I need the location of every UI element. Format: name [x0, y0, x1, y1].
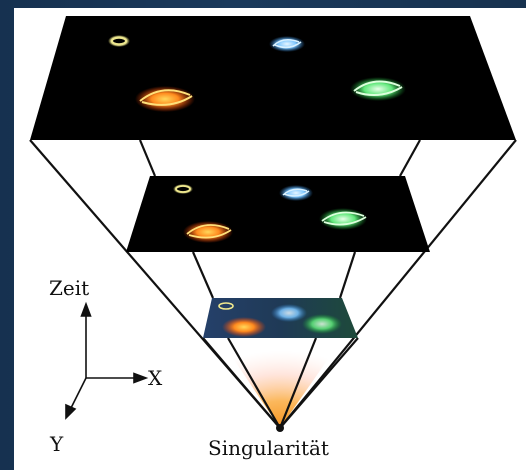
orange-spiral-galaxy-icon — [222, 317, 266, 337]
x-arrow-icon — [133, 372, 149, 384]
blue-spiral-galaxy-icon — [269, 36, 305, 52]
x-axis-label: X — [148, 366, 163, 390]
axes — [65, 301, 149, 420]
singularity-point — [276, 424, 284, 432]
universe-plane-small — [203, 298, 358, 338]
y-arrow-icon — [65, 403, 77, 420]
universe-plane-large — [30, 16, 516, 140]
blue-spiral-galaxy-icon — [271, 304, 307, 322]
time-axis-label: Zeit — [49, 276, 89, 300]
universe-plane-medium — [126, 176, 430, 252]
blue-spiral-galaxy-icon — [279, 185, 313, 201]
singularity-label: Singularität — [208, 436, 329, 460]
cone-outline — [29, 139, 517, 429]
green-spiral-galaxy-icon — [302, 314, 342, 334]
time-arrow-icon — [80, 301, 92, 317]
singularity-glow — [222, 342, 340, 428]
yellow-ring-galaxy-icon — [218, 302, 234, 310]
y-axis-label: Y — [49, 432, 64, 456]
